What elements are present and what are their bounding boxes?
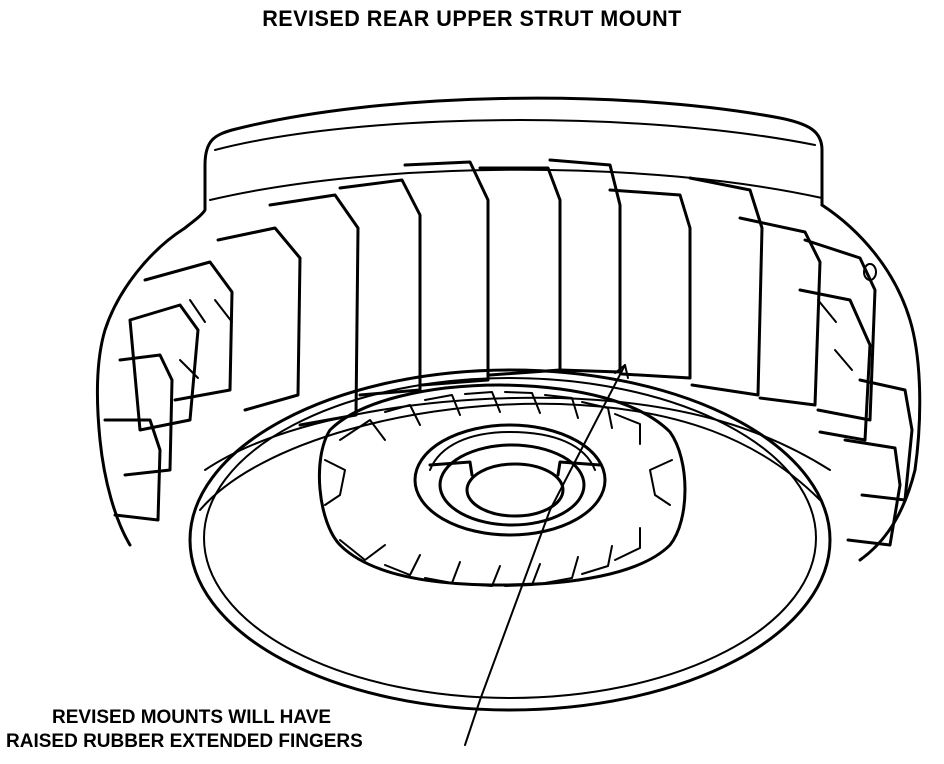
- callout-text: REVISED MOUNTS WILL HAVE RAISED RUBBER E…: [0, 706, 520, 754]
- diagram-title: REVISED REAR UPPER STRUT MOUNT: [262, 6, 682, 31]
- bottom-ring: [188, 368, 832, 712]
- outer-body: [95, 203, 922, 562]
- flange-hole: [863, 263, 877, 281]
- inner-cavity: [199, 396, 831, 511]
- center-bushing: [413, 423, 607, 537]
- callout-line-1: REVISED MOUNTS WILL HAVE: [52, 707, 332, 728]
- callout-leader-line: [464, 364, 629, 746]
- callout-line-2: RAISED RUBBER EXTENDED FINGERS: [6, 731, 363, 752]
- top-flange: [183, 96, 824, 230]
- inner-teeth: [317, 383, 687, 587]
- raised-rubber-fingers: [103, 158, 914, 547]
